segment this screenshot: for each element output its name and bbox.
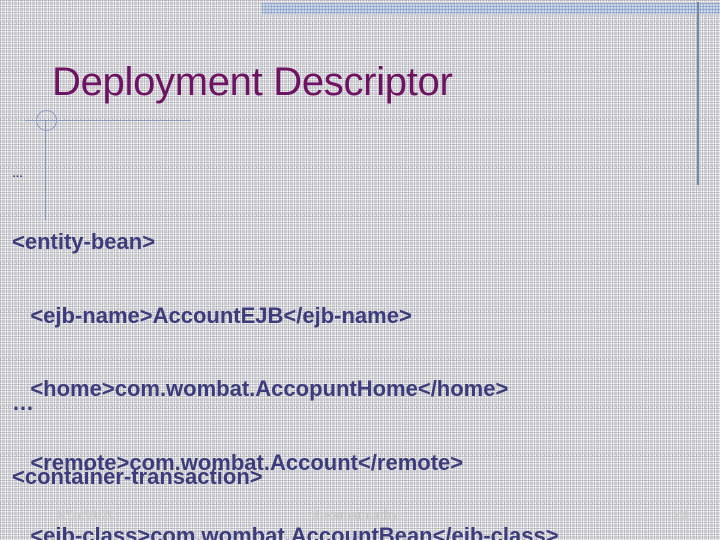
decorative-right-rule [697, 2, 699, 185]
code-line: <remote>com.wombat.Account</remote> [12, 449, 464, 475]
code-line: <method> [12, 538, 718, 540]
footer-author: B.Ramamurthy [311, 507, 398, 522]
title-vertical-stub [45, 120, 46, 220]
footer-page-number: 23 [673, 507, 688, 522]
title-underline [25, 120, 191, 121]
code-ellipsis-top: … [12, 168, 24, 180]
code-line: <container-transaction> [12, 464, 263, 489]
code-line: <entity-bean> [12, 229, 156, 254]
code-line: <home>com.wombat.AccopuntHome</home> [12, 376, 509, 401]
code-block-entity-bean: … <entity-bean> <ejb-name>AccountEJB</ej… [12, 118, 718, 540]
decorative-top-band [262, 3, 720, 14]
footer-date: 9/17/2020 [58, 507, 116, 522]
code-line: <ejb-name>AccountEJB</ejb-name> [12, 302, 412, 328]
code-line: <ejb-class>com.wombat.AccountBean</ejb-c… [12, 523, 559, 540]
circle-motif-icon [36, 110, 57, 131]
code-block-container-transaction: … <container-transaction> <method> <ejb-… [12, 341, 718, 540]
code-ellipsis-middle: … [12, 390, 35, 415]
page-title: Deployment Descriptor [52, 60, 453, 104]
